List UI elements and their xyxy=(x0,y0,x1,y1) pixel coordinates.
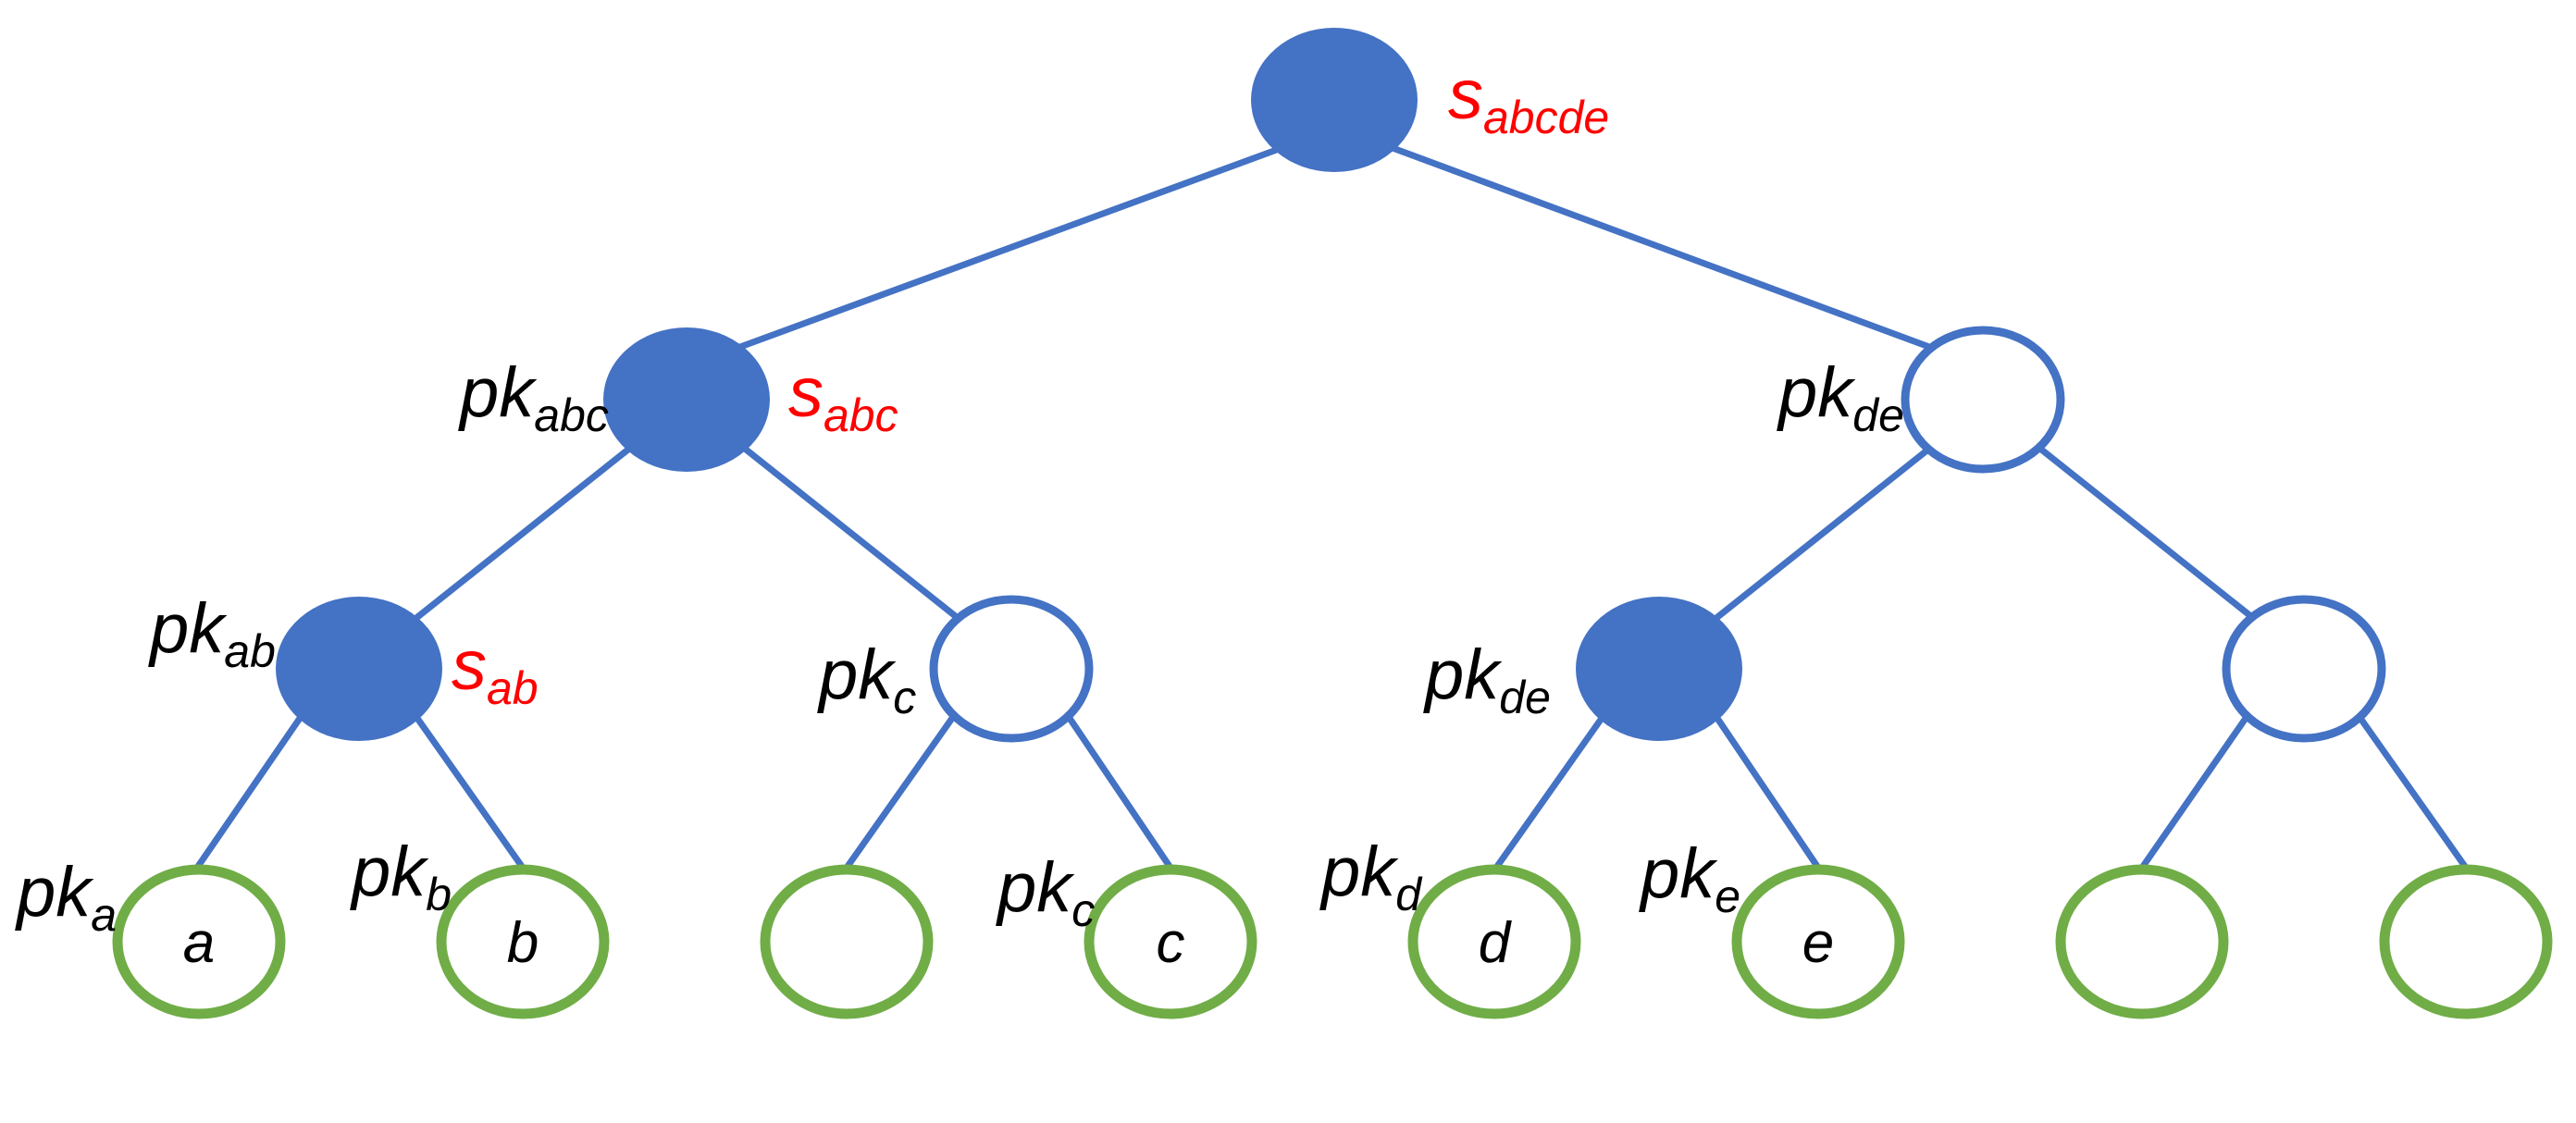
label-s-abc-sub: abc xyxy=(824,389,898,441)
label-pk-de-sub: de xyxy=(1499,672,1551,723)
label-s-ab: sab xyxy=(452,626,539,714)
edge-root-de xyxy=(1391,144,1931,351)
leaf-node-a xyxy=(112,864,286,1019)
edge-root-abc xyxy=(738,144,1283,351)
label-pk-de-top: pkde xyxy=(1777,353,1904,441)
label-pk-a: pka xyxy=(15,853,117,941)
label-pk-d-base: pk xyxy=(1319,833,1399,911)
label-pk-ab: pkab xyxy=(148,589,276,677)
leaf-text-a: a xyxy=(183,911,215,975)
label-pk-d: pkd xyxy=(1319,833,1423,920)
leaf-text-b: b xyxy=(507,911,539,975)
leaf-node-empty-3 xyxy=(2379,864,2553,1019)
node-abc xyxy=(603,327,770,472)
node-de xyxy=(1576,597,1742,741)
label-pk-a-base: pk xyxy=(15,853,94,932)
label-s-abcde-sub: abcde xyxy=(1483,92,1609,143)
label-pk-abc-sub: abc xyxy=(534,389,609,441)
node-ab xyxy=(276,597,442,741)
label-pk-e: pke xyxy=(1639,834,1740,922)
label-pk-b: pkb xyxy=(350,833,452,920)
tree-edges xyxy=(194,144,2469,870)
leaf-node-e xyxy=(1731,864,1905,1019)
internal-nodes xyxy=(276,28,2386,743)
label-pk-c-leaf-base: pk xyxy=(996,848,1075,927)
edge-c-empty xyxy=(844,714,956,870)
label-s-abcde-base: s xyxy=(1448,56,1483,134)
label-pk-de-top-base: pk xyxy=(1777,353,1856,432)
label-pk-c-leaf: pkc xyxy=(996,848,1095,936)
edge-de-e xyxy=(1714,715,1821,870)
label-pk-b-sub: b xyxy=(426,869,452,920)
edge-abc-ab xyxy=(414,446,632,621)
edge-abc-c xyxy=(742,446,960,621)
edge-empty-leaf7 xyxy=(2139,715,2249,870)
edge-empty-leaf8 xyxy=(2357,714,2469,870)
label-pk-de-base: pk xyxy=(1423,636,1503,714)
leaf-text-c: c xyxy=(1157,911,1185,975)
label-pk-de-top-sub: de xyxy=(1852,389,1904,441)
edge-ab-b xyxy=(414,714,526,870)
label-s-abcde: sabcde xyxy=(1448,56,1609,143)
label-pk-e-base: pk xyxy=(1639,834,1718,913)
edge-ab-a xyxy=(194,715,303,870)
leaf-texts: a b c d e xyxy=(183,911,1834,975)
edge-de-de xyxy=(1714,446,1932,621)
leaf-node-c xyxy=(1084,864,1257,1019)
edge-c-c xyxy=(1066,715,1173,870)
label-pk-d-sub: d xyxy=(1395,869,1423,920)
edge-de-empty xyxy=(2037,446,2256,621)
leaf-node-empty-1 xyxy=(760,864,934,1019)
label-pk-e-sub: e xyxy=(1715,870,1740,922)
node-empty xyxy=(2222,595,2386,743)
secret-labels: sabcde sabc sab xyxy=(452,56,1609,714)
label-s-ab-sub: ab xyxy=(487,662,539,714)
label-pk-c-node-base: pk xyxy=(817,636,897,714)
node-c xyxy=(929,595,1094,743)
label-pk-ab-sub: ab xyxy=(224,625,276,677)
label-pk-c-node: pkc xyxy=(817,636,916,723)
label-pk-b-base: pk xyxy=(350,833,429,911)
root-node xyxy=(1251,28,1418,172)
label-pk-de: pkde xyxy=(1423,636,1551,723)
label-s-ab-base: s xyxy=(452,626,487,705)
leaf-nodes xyxy=(112,864,2553,1019)
label-pk-c-leaf-sub: c xyxy=(1071,884,1095,936)
edge-de-d xyxy=(1493,714,1605,870)
leaf-node-b xyxy=(436,864,610,1019)
label-s-abc: sabc xyxy=(788,353,898,441)
leaf-text-e: e xyxy=(1802,911,1834,975)
label-s-abc-base: s xyxy=(788,353,824,432)
label-pk-a-sub: a xyxy=(91,889,117,941)
leaf-node-empty-2 xyxy=(2055,864,2229,1019)
label-pk-abc: pkabc xyxy=(458,353,609,441)
leaf-node-d xyxy=(1407,864,1581,1019)
public-key-labels: pkabc pkde pkab pkc pkde pka pkb pkc pkd… xyxy=(15,353,1904,941)
label-pk-ab-base: pk xyxy=(148,589,228,668)
leaf-text-d: d xyxy=(1479,911,1513,975)
label-pk-c-node-sub: c xyxy=(893,672,916,723)
label-pk-abc-base: pk xyxy=(458,353,538,432)
node-de-top xyxy=(1901,326,2065,474)
